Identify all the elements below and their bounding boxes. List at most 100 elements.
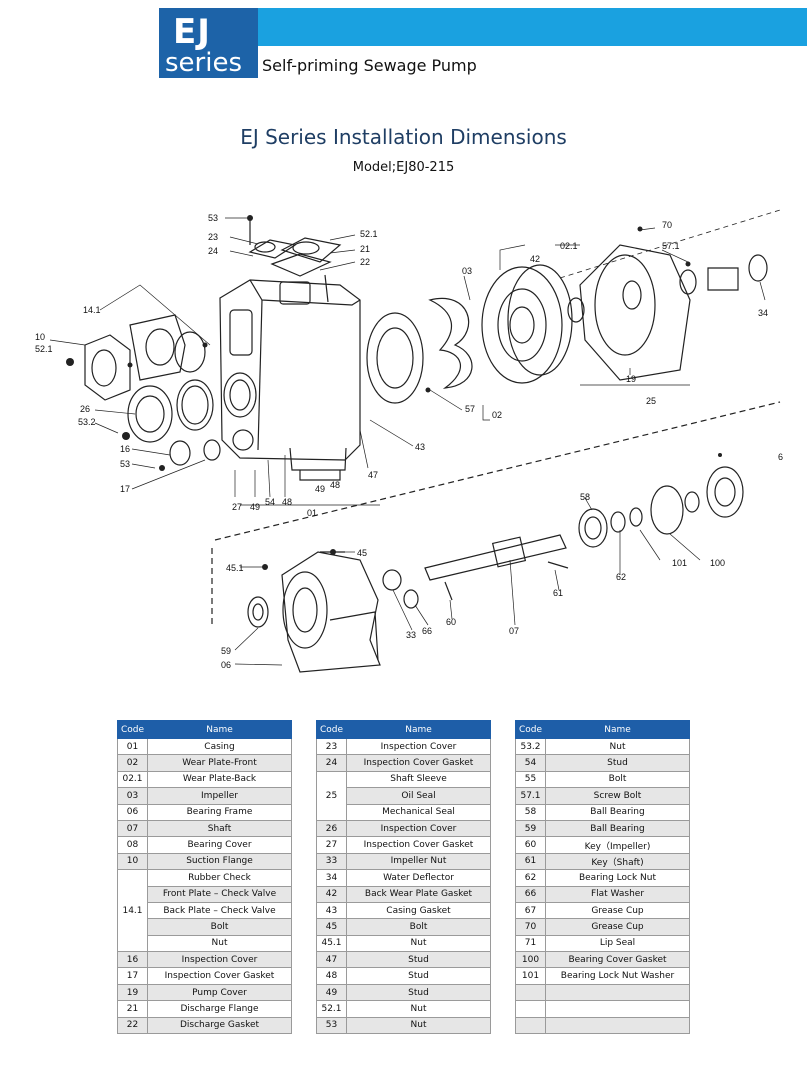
callout-label: 59 [221,646,231,656]
part-code: 23 [316,737,347,756]
part-code: 61 [515,852,546,871]
part-code: 53.2 [515,737,546,756]
callout-label: 01 [307,508,317,518]
callout-label: 22 [360,257,370,267]
part-name: Casing Gasket [346,901,491,920]
part-code [515,1000,546,1018]
part-name: Grease Cup [545,901,690,920]
part-name: Oil Seal [346,787,491,805]
callout-label: 34 [758,308,768,318]
part-code: 57.1 [515,787,546,805]
part-name: Ball Bearing [545,803,690,821]
callout-label: 58 [580,492,590,502]
part-code: 58 [515,803,546,821]
header-bar [258,8,807,46]
callout-label: 62 [616,572,626,582]
callout-label: 48 [282,497,292,507]
callout-label: 52.1 [35,344,53,354]
callout-label: 47 [368,470,378,480]
part-code: 55 [515,770,546,789]
part-code: 02.1 [117,770,148,789]
callout-label: 23 [208,232,218,242]
part-code: 54 [515,754,546,772]
callout-label: 43 [415,442,425,452]
part-name: Bearing Cover [147,836,292,854]
part-code: 48 [316,967,347,985]
part-name: Stud [545,754,690,772]
part-code: 42 [316,885,347,903]
part-name: Flat Washer [545,885,690,903]
code-header: Code [515,720,546,739]
part-code: 49 [316,983,347,1002]
part-name: Inspection Cover [147,951,292,969]
part-name: Stud [346,967,491,985]
part-code: 26 [316,819,347,838]
part-name: Shaft [147,819,292,838]
part-name: Discharge Gasket [147,1016,292,1035]
part-name: Rubber Check [147,869,292,887]
part-name: Discharge Flange [147,1000,292,1018]
logo-text-ej: EJ [173,12,211,52]
brand-logo: EJ series [159,8,258,78]
table-row [515,983,690,1002]
callout-label: 26 [80,404,90,414]
header-subtitle: Self-priming Sewage Pump [262,56,477,75]
part-name: Inspection Cover Gasket [346,836,491,854]
part-name: Bolt [147,918,292,936]
part-name: Nut [346,1016,491,1035]
callout-label: 100 [710,558,725,568]
part-name: Suction Flange [147,852,292,871]
part-name: Wear Plate-Front [147,754,292,772]
part-name: Nut [346,1000,491,1018]
callout-label: 45.1 [226,563,244,573]
part-name: Key（Shaft) [545,852,690,871]
part-code: 16 [117,951,148,969]
part-name: Impeller Nut [346,852,491,871]
part-name: Back Wear Plate Gasket [346,885,491,903]
name-header: Name [147,720,292,739]
part-name: Bearing Cover Gasket [545,951,690,969]
part-code: 45 [316,918,347,936]
callout-label: 10 [35,332,45,342]
part-name: Inspection Cover Gasket [147,967,292,985]
callout-label: 57 [465,404,475,414]
part-name: Pump Cover [147,983,292,1002]
callout-label: 49 [315,484,325,494]
part-name: Nut [147,934,292,953]
callout-label: 19 [626,374,636,384]
callout-label: 6 [778,452,783,462]
part-name: Stud [346,951,491,969]
part-name [545,983,690,1002]
part-name [545,1016,690,1035]
part-code [515,983,546,1002]
callout-label: 70 [662,220,672,230]
logo-text-series: series [165,48,242,78]
callout-label: 02.1 [560,241,578,251]
part-code: 03 [117,787,148,805]
part-code: 60 [515,836,546,854]
part-name: Key（Impeller) [545,836,690,854]
callout-label: 07 [509,626,519,636]
part-name: Front Plate – Check Valve [147,885,292,903]
part-code: 71 [515,934,546,953]
callout-label: 16 [120,444,130,454]
